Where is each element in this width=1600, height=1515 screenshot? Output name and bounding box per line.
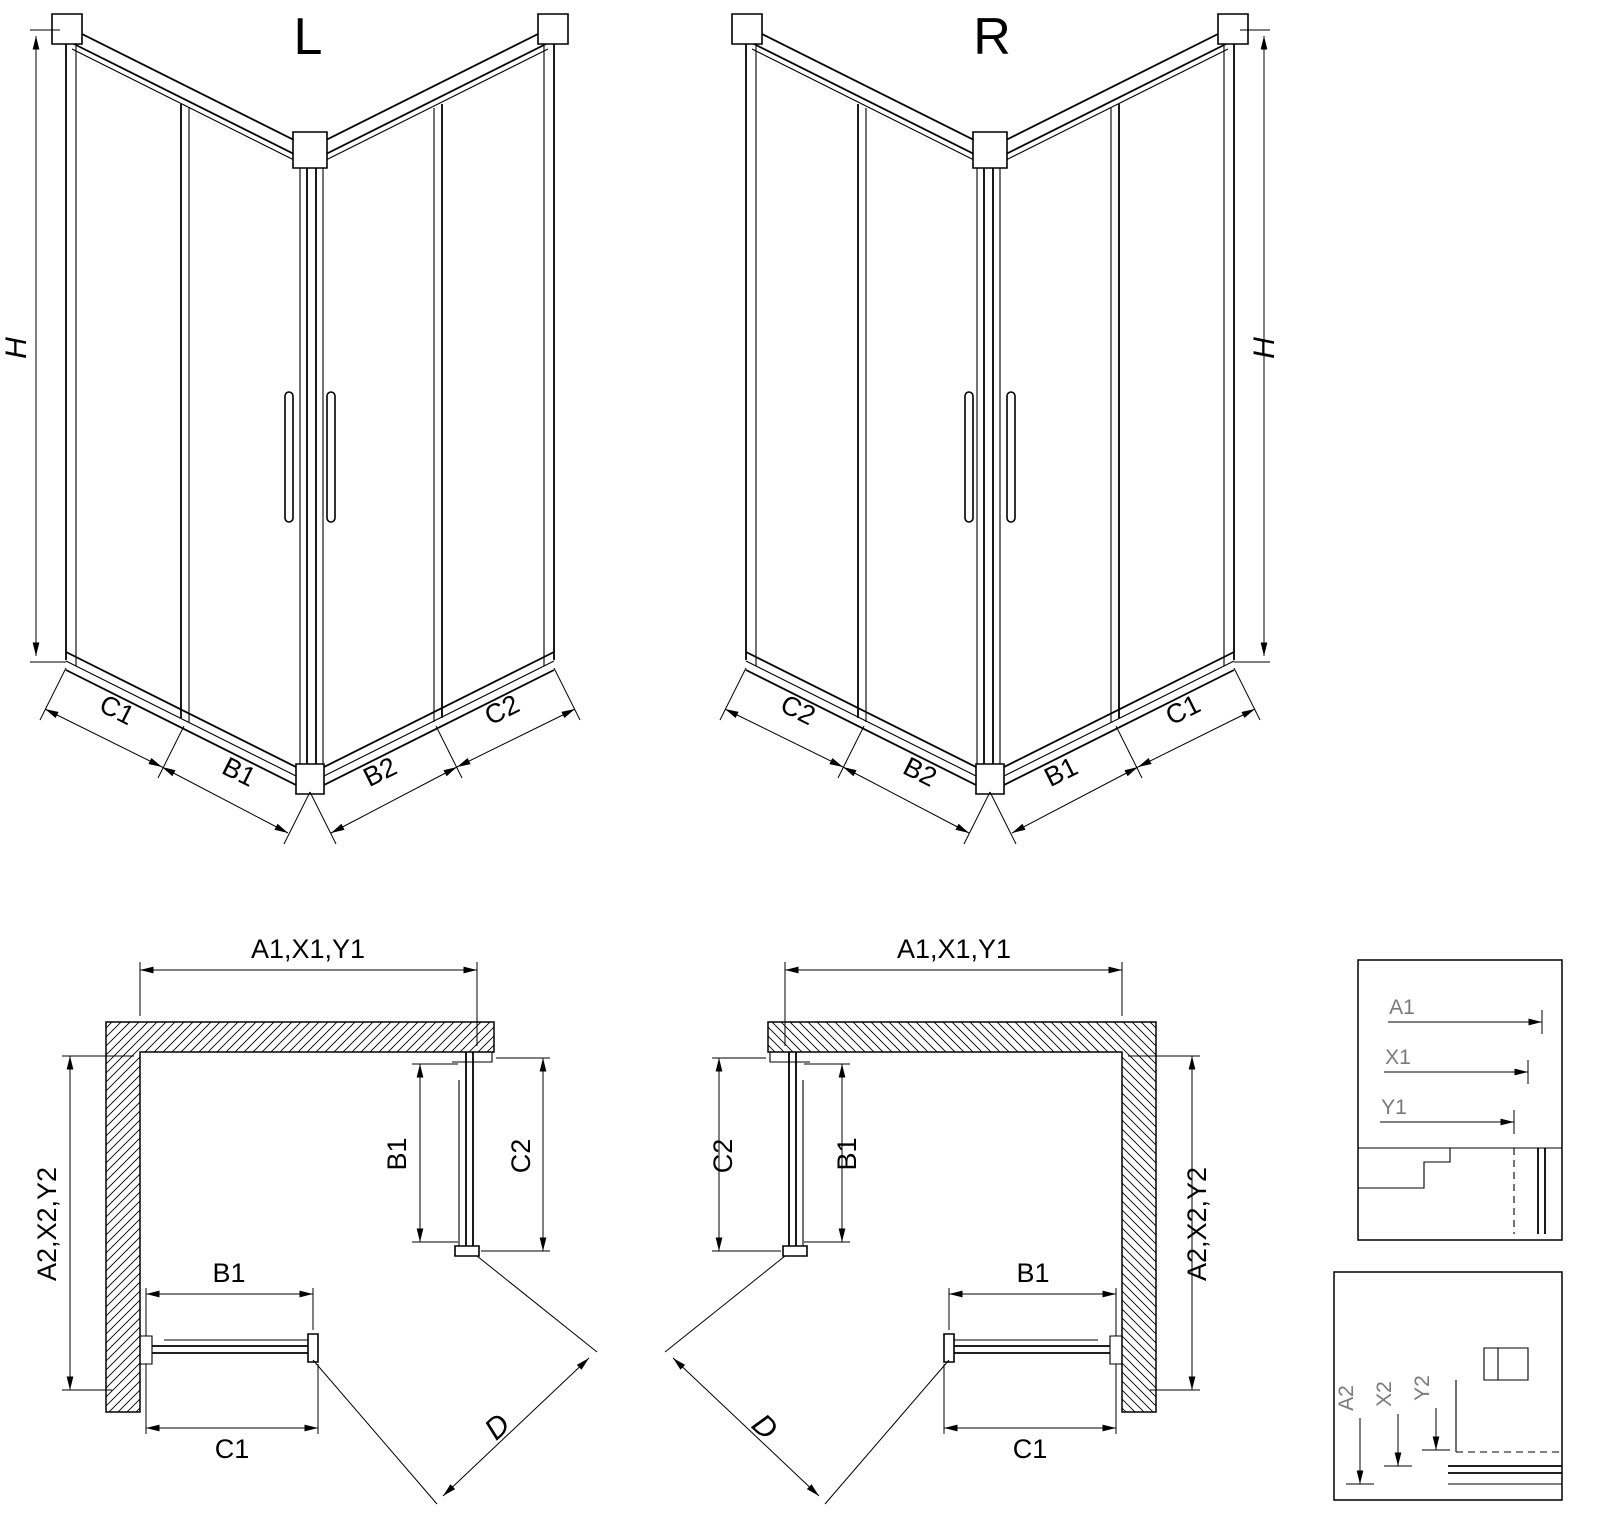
iso-right-dim-label-h: H	[1248, 337, 1281, 359]
iso-right-title: R	[973, 8, 1011, 66]
plan-left-dim-label-c2: C2	[506, 1139, 536, 1174]
plan-left-dim-label-a2: A2,X2,Y2	[32, 1167, 62, 1281]
detail-label-x2: X2	[1373, 1381, 1396, 1407]
detail-label-a2: A2	[1335, 1385, 1358, 1411]
plan-right-dim-label-a1: A1,X1,Y1	[897, 934, 1011, 964]
plan-right-dim-label-d: D	[745, 1408, 783, 1447]
iso-left-dim-label-b1: B1	[218, 751, 261, 793]
iso-right-dim-label-b2: B2	[899, 751, 942, 793]
iso-right-dim-label-b1: B1	[1039, 751, 1082, 793]
plan-left-dim-label-c1: C1	[215, 1434, 250, 1464]
detail-label-y1: Y1	[1381, 1096, 1407, 1119]
plan-left-dim-label-d: D	[478, 1408, 516, 1447]
profile-section	[1483, 1347, 1529, 1381]
profile-section	[1358, 1148, 1451, 1189]
plan-right-dim-label-c2: C2	[708, 1139, 738, 1174]
detail-label-y2: Y2	[1411, 1375, 1434, 1401]
plan-right-dim-label-b1-bottom: B1	[1016, 1258, 1049, 1288]
plan-left-dim-label-b1-bottom: B1	[212, 1258, 245, 1288]
plan-right-dim-label-a2: A2,X2,Y2	[1182, 1167, 1212, 1281]
detail-box-border	[1357, 959, 1563, 1241]
detail-depth-box: A2 X2 Y2	[1333, 1271, 1563, 1501]
detail-box-border	[1333, 1271, 1563, 1501]
detail-label-x1: X1	[1385, 1046, 1411, 1069]
iso-right-dim-label-c1: C1	[1161, 689, 1205, 731]
detail-label-a1: A1	[1389, 996, 1415, 1019]
iso-left-dim-label-c1: C1	[95, 689, 139, 731]
iso-left-title: L	[294, 8, 323, 66]
iso-left-dim-label-h: H	[0, 337, 33, 359]
plan-right-dim-label-c1: C1	[1013, 1434, 1048, 1464]
iso-left-dim-label-b2: B2	[358, 751, 401, 793]
plan-left-geometry	[62, 962, 597, 1504]
plan-right-dim-label-b1-side: B1	[832, 1137, 862, 1170]
detail-width-box: A1 X1 Y1	[1357, 959, 1563, 1241]
plan-left-dim-label-b1-side: B1	[382, 1137, 412, 1170]
plan-right-geometry	[665, 962, 1200, 1504]
plan-left-dim-label-a1: A1,X1,Y1	[251, 934, 365, 964]
